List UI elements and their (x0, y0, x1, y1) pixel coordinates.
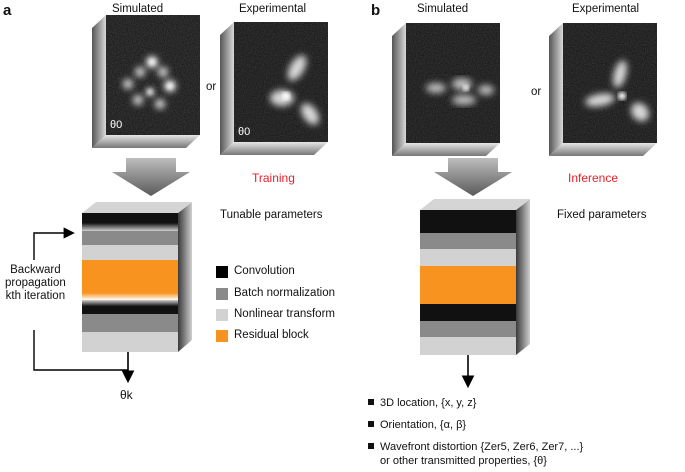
theta0-sim-label: θ0 (110, 119, 123, 131)
theta0-exp-label: θ0 (238, 126, 251, 138)
output-item-location: 3D location, {x, y, z} (368, 397, 476, 410)
training-label: Training (252, 171, 295, 185)
output-item-orientation: Orientation, {α, β} (368, 419, 466, 432)
output-text: or other transmitted properties, {θ} (380, 455, 547, 467)
legend-label-nonlinear: Nonlinear transform (234, 308, 335, 320)
legend-label-residual: Residual block (234, 329, 309, 341)
theta-k-label: θk (120, 388, 133, 402)
experimental-label-a: Experimental (239, 3, 307, 15)
exp-image-a (220, 22, 328, 155)
bullet-square (368, 443, 374, 449)
process-arrow-a (112, 158, 190, 196)
legend-swatch-batch-norm (216, 288, 228, 300)
simulated-label-a: Simulated (112, 3, 164, 15)
simulated-label-b: Simulated (417, 3, 469, 15)
legend-label-convolution: Convolution (234, 265, 295, 277)
backprop-line-2: propagation (5, 277, 66, 289)
output-text: Wavefront distortion {Zer5, Zer6, Zer7, … (380, 441, 584, 453)
sim-image-b (392, 23, 500, 156)
process-arrow-b (434, 158, 512, 196)
bullet-square (368, 421, 374, 427)
backprop-line-1: Backward (10, 264, 61, 276)
backprop-line-3: kth iteration (5, 290, 66, 302)
backprop-label: Backward propagation kth iteration (5, 264, 66, 303)
network-stack-b (420, 199, 530, 355)
backprop-loop-arrow (33, 227, 128, 371)
output-text: 3D location, {x, y, z} (380, 397, 477, 409)
or-label-a: or (206, 81, 217, 93)
experimental-label-b: Experimental (572, 3, 640, 15)
fixed-params-label: Fixed parameters (557, 209, 647, 221)
panel-a-letter: a (3, 2, 12, 19)
bullet-square (368, 399, 374, 405)
legend-swatch-convolution (216, 266, 228, 278)
legend-swatch-residual (216, 330, 228, 342)
inference-label: Inference (568, 171, 619, 185)
output-item-other: or other transmitted properties, {θ} (380, 455, 547, 468)
output-item-wavefront: Wavefront distortion {Zer5, Zer6, Zer7, … (368, 441, 583, 454)
sim-image-a (92, 15, 200, 148)
legend-label-batch-norm: Batch normalization (234, 287, 335, 299)
panel-b-letter: b (371, 2, 381, 19)
network-stack-a (82, 202, 192, 352)
exp-image-b (549, 23, 657, 156)
tunable-params-label: Tunable parameters (220, 209, 323, 221)
output-text: Orientation, {α, β} (380, 419, 467, 431)
legend-swatch-nonlinear (216, 309, 228, 321)
or-label-b: or (531, 86, 542, 98)
